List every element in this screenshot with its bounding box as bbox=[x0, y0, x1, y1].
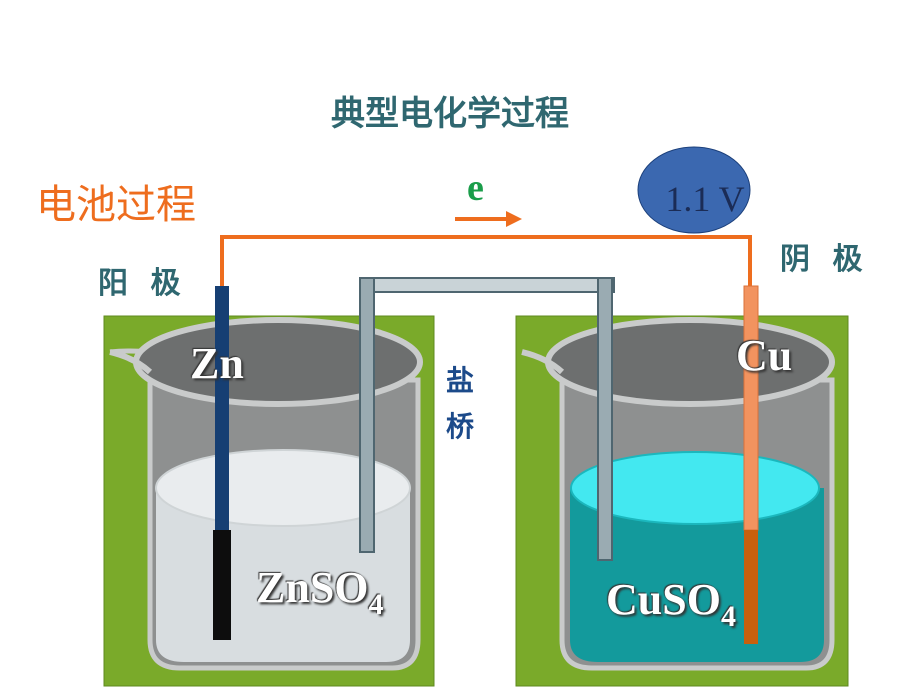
voltmeter bbox=[637, 146, 751, 234]
electron-symbol: e bbox=[467, 167, 484, 209]
copper-electrode-label: Cu bbox=[736, 331, 793, 380]
salt-bridge-char-2: 桥 bbox=[445, 410, 474, 443]
voltmeter-reading: 1.1 V bbox=[665, 179, 745, 219]
salt-bridge-char-1: 盐 bbox=[445, 364, 474, 397]
process-label: 电池过程 bbox=[36, 182, 196, 228]
external-wire bbox=[220, 235, 752, 286]
salt-bridge bbox=[359, 277, 615, 561]
salt-bridge-label: 盐 桥 bbox=[438, 358, 482, 450]
electron-flow-arrow bbox=[455, 211, 522, 227]
zinc-electrode bbox=[213, 286, 231, 640]
zinc-sulfate-base: ZnSO bbox=[256, 563, 369, 612]
page-title: 典型电化学过程 bbox=[331, 94, 569, 134]
copper-electrode bbox=[743, 285, 759, 644]
copper-sulfate-base: CuSO bbox=[606, 575, 721, 624]
cathode-label: 阴 极 bbox=[780, 242, 869, 277]
anode-label: 阳 极 bbox=[98, 266, 187, 301]
copper-sulfate-label: CuSO4 bbox=[606, 574, 736, 634]
zinc-sulfate-label: ZnSO4 bbox=[256, 562, 384, 622]
copper-sulfate-subscript: 4 bbox=[720, 600, 736, 633]
zinc-sulfate-subscript: 4 bbox=[368, 588, 384, 621]
zinc-electrode-label: Zn bbox=[190, 339, 244, 388]
